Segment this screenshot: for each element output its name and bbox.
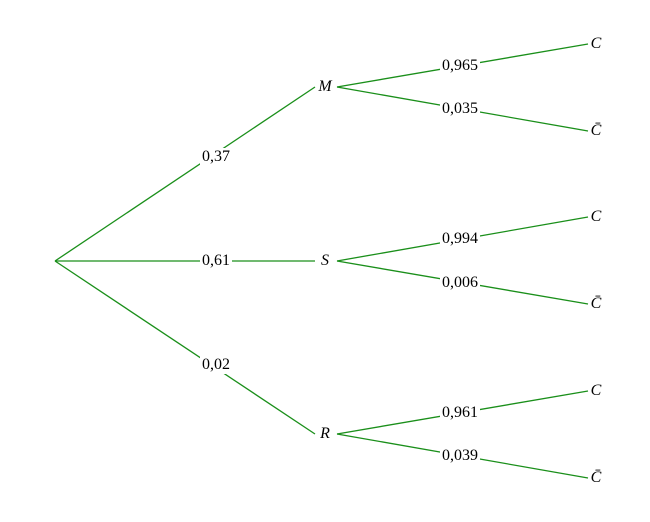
- node-R: R: [320, 425, 330, 442]
- edge-probability-label: 0,994: [440, 230, 480, 248]
- edge-probability-label: 0,039: [440, 447, 480, 465]
- leaf-node: C̄: [590, 469, 602, 486]
- edge-probability-label: 0,961: [440, 403, 480, 422]
- leaf-node: C̄: [590, 122, 602, 139]
- edge-probability-label: 0,035: [440, 100, 480, 118]
- edge-root-0: [54, 86, 316, 262]
- edge-probability-label: 0,61: [200, 252, 232, 270]
- leaf-node: C: [590, 208, 602, 225]
- node-M: M: [318, 78, 332, 95]
- leaf-node: C: [590, 382, 602, 399]
- leaf-node: C: [590, 35, 602, 52]
- edge-probability-label: 0,02: [200, 355, 232, 374]
- node-S: S: [321, 252, 329, 269]
- leaf-node: C̄: [590, 295, 602, 312]
- edge-probability-label: 0,006: [440, 273, 480, 292]
- edge-probability-label: 0,965: [440, 56, 480, 75]
- edge-probability-label: 0,37: [200, 147, 232, 166]
- edge-root-2: [54, 260, 316, 435]
